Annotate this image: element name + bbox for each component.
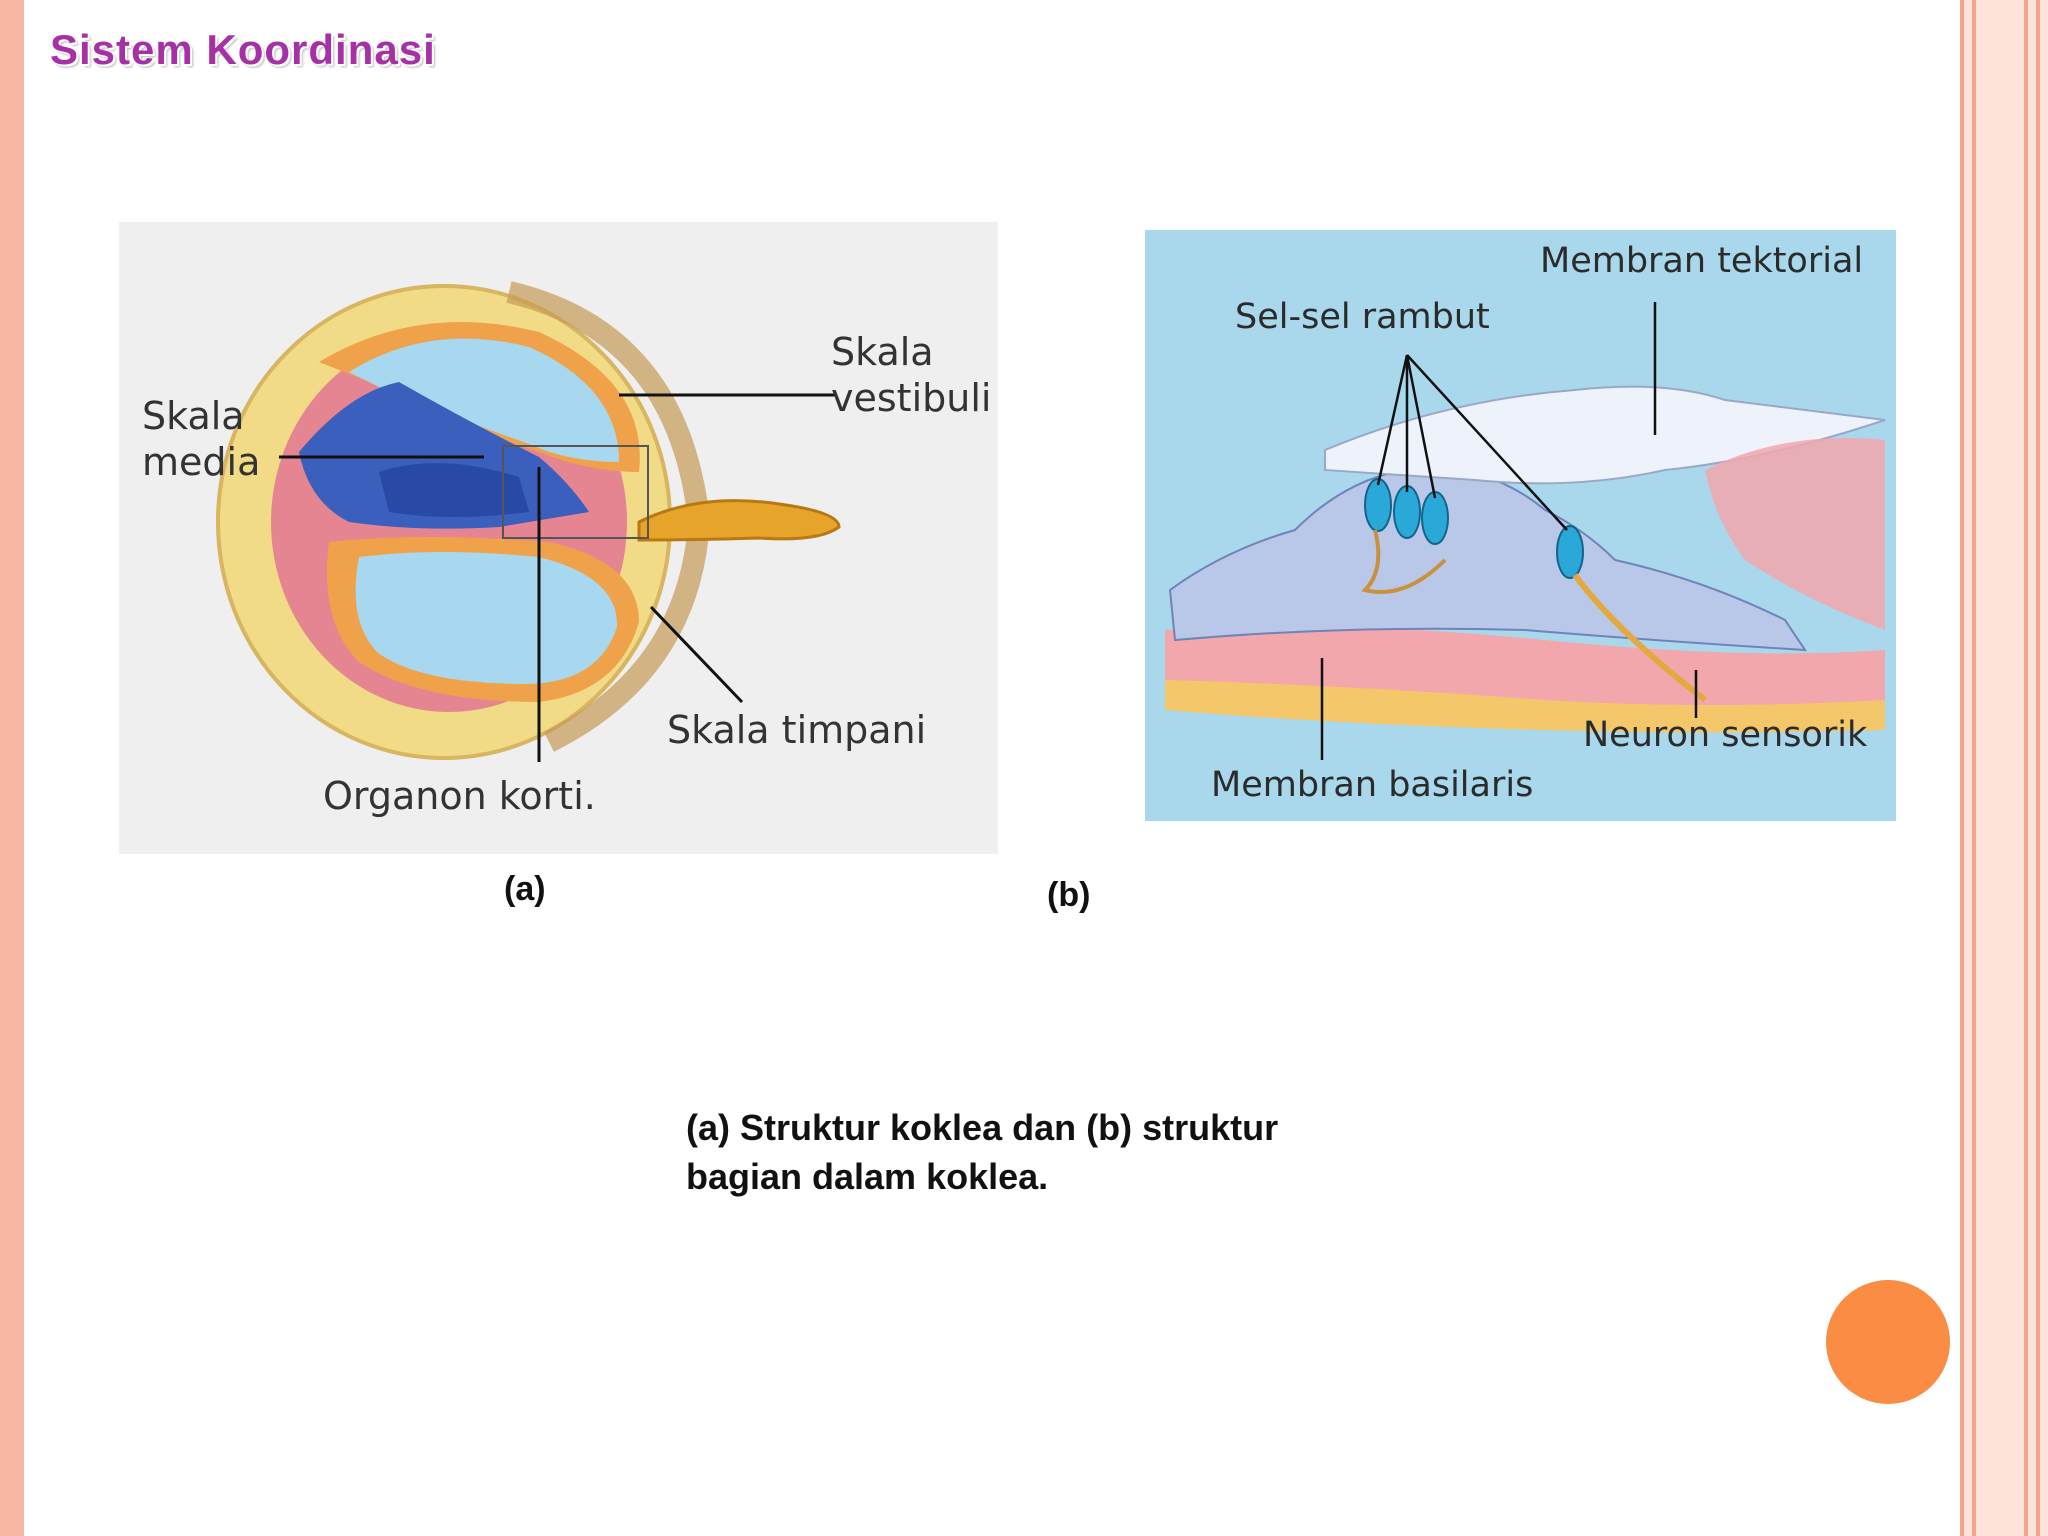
leader-line-hair-cell	[1405, 354, 1437, 499]
hair-cell	[1421, 491, 1449, 545]
scala-vestibuli-chamber	[349, 338, 619, 462]
label-skala-vestibuli: Skala vestibuli	[831, 330, 992, 420]
figure-caption: (a) Struktur koklea dan (b) struktur bag…	[686, 1107, 1279, 1197]
leader-line-skala-timpani	[649, 605, 744, 704]
cochlear-nerve	[637, 499, 841, 542]
figure-b-tag: (b)	[1047, 876, 1091, 914]
nerve-fiber	[1572, 573, 1707, 703]
hair-cell	[1393, 485, 1421, 539]
outer-tissue	[1705, 438, 1885, 630]
organ-of-corti-illustration	[1165, 302, 1886, 760]
label-neuron-sensorik: Neuron sensorik	[1583, 715, 1868, 755]
hair-cell	[1556, 525, 1584, 579]
right-decor-line	[2024, 0, 2028, 1536]
basilar-layer	[1165, 680, 1885, 733]
figure-b-inner-cochlea: Membran tektorial Sel-sel rambut Neuron …	[1145, 230, 1896, 821]
supporting-cells	[1168, 467, 1807, 652]
label-skala-media: Skala media	[142, 394, 261, 484]
hair-cell	[1364, 478, 1392, 532]
label-organon-korti: Organon korti.	[323, 774, 596, 818]
slide-title: Sistem Koordinasi	[50, 26, 436, 73]
label-skala-timpani: Skala timpani	[667, 708, 927, 752]
right-decor-line	[2036, 0, 2040, 1536]
scala-timpani-chamber	[355, 552, 618, 684]
organ-of-corti-box	[502, 445, 649, 539]
nerve-fiber	[1361, 529, 1447, 594]
left-decor-bar	[0, 0, 24, 1536]
cochlea-illustration	[216, 281, 841, 762]
right-decor-band	[1960, 0, 2048, 1536]
right-decor-line	[1960, 0, 1964, 1536]
scala-media-inner	[379, 463, 529, 517]
leader-line-hair-cell	[1406, 354, 1568, 531]
figure-a-cochlea-structure: Skala media Skala vestibuli Skala timpan…	[119, 222, 998, 854]
right-decor-line	[1972, 0, 1976, 1536]
decorative-circle	[1826, 1280, 1950, 1404]
label-sel-sel-rambut: Sel-sel rambut	[1235, 297, 1490, 337]
label-membran-tektorial: Membran tektorial	[1540, 241, 1864, 281]
label-membran-basilaris: Membran basilaris	[1211, 765, 1534, 805]
leader-line-hair-cell	[1376, 354, 1409, 486]
figure-a-tag: (a)	[504, 870, 546, 908]
